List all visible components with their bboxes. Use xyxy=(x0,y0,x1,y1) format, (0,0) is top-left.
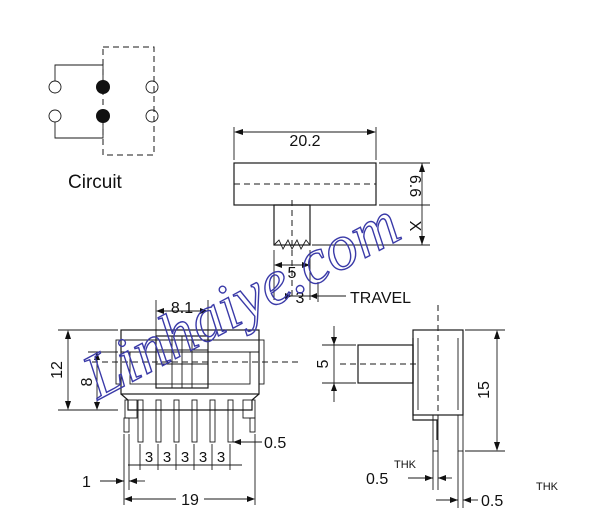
dim-pitch: 3 xyxy=(145,449,153,466)
dim-edge: 1 xyxy=(82,474,91,491)
mount-leg xyxy=(249,417,256,433)
circuit-terminal-open xyxy=(145,109,159,123)
housing-window xyxy=(129,351,251,385)
circuit-link xyxy=(54,122,104,139)
dim-thk-b: 0.5 xyxy=(481,493,503,510)
dim-pitch: 3 xyxy=(163,449,171,466)
dim-pitch: 3 xyxy=(217,449,225,466)
dim-body-offset: 8.1 xyxy=(171,300,193,317)
pin xyxy=(173,399,180,443)
side-view: 5 15 0.5 THK 0.5 THK xyxy=(315,305,559,510)
pin xyxy=(227,399,234,443)
circuit-terminal-open xyxy=(145,80,159,94)
thk-label: THK xyxy=(536,481,559,493)
pin xyxy=(209,399,216,443)
circuit-diagram: Circuit xyxy=(48,46,159,193)
circuit-switch-outline xyxy=(102,46,155,156)
dim-height-12: 12 xyxy=(49,361,66,379)
circuit-terminal-common xyxy=(96,109,110,123)
thk-label: THK xyxy=(394,459,417,471)
break-line xyxy=(273,238,311,251)
dim-pin-gap: 0.5 xyxy=(264,435,286,452)
dim-stem-width: 5 xyxy=(288,265,297,282)
pin xyxy=(137,399,144,443)
dim-thk-a: 0.5 xyxy=(366,471,388,488)
circuit-terminal-open xyxy=(48,109,62,123)
dim-pitch: 3 xyxy=(199,449,207,466)
pin xyxy=(155,399,162,443)
front-view: 8.1 xyxy=(49,300,300,509)
mount-leg xyxy=(123,417,130,433)
dim-side-5: 5 xyxy=(315,359,332,368)
side-housing xyxy=(412,329,464,416)
travel-label: TRAVEL xyxy=(350,290,411,307)
dim-side-15: 15 xyxy=(476,381,493,399)
circuit-link xyxy=(54,64,104,81)
side-pin xyxy=(457,414,464,452)
pin-row xyxy=(123,399,256,443)
dim-travel: 3 xyxy=(296,290,305,307)
top-view: 20.2 6.6 X 5 3 TRAVEL xyxy=(233,127,430,307)
dim-top-width: 20.2 xyxy=(289,133,320,150)
dim-pitch: 3 xyxy=(181,449,189,466)
side-pin xyxy=(432,414,439,452)
circuit-terminal-common xyxy=(96,80,110,94)
dim-total-width: 19 xyxy=(181,492,199,509)
pin xyxy=(191,399,198,443)
dim-x-mark: X xyxy=(406,221,423,232)
circuit-label: Circuit xyxy=(68,172,123,193)
circuit-terminal-open xyxy=(48,80,62,94)
dim-height-8: 8 xyxy=(79,377,96,386)
dim-top-height: 6.6 xyxy=(406,175,423,197)
